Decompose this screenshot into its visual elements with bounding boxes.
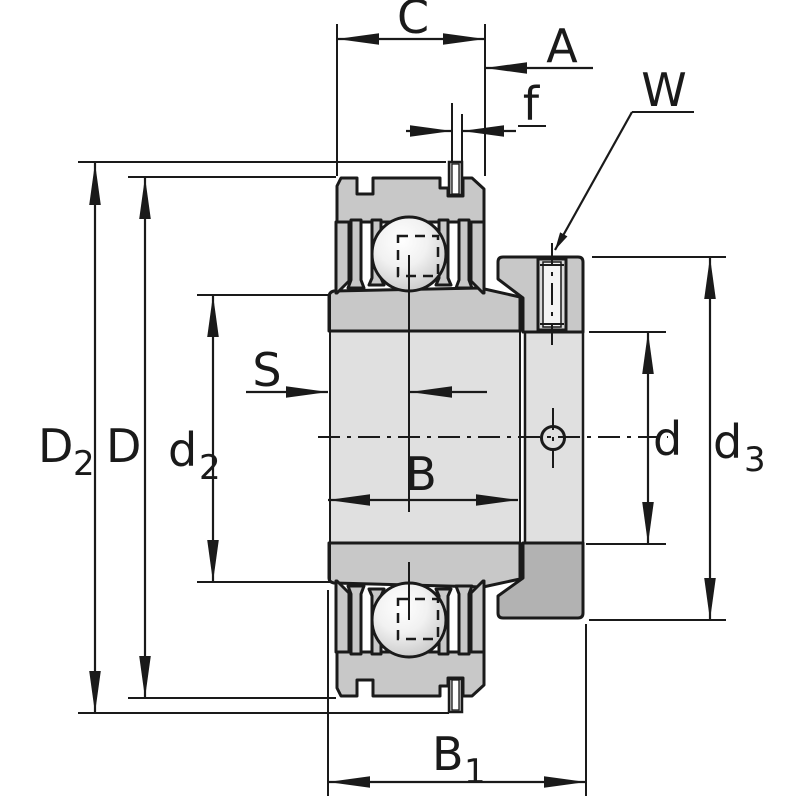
- label-D: D: [106, 419, 141, 473]
- label-D2-base: D: [38, 419, 73, 473]
- label-W: W: [641, 63, 686, 117]
- outer-ring-top-band: [335, 176, 486, 224]
- W-leader-line: [554, 111, 633, 251]
- label-B1-base: B: [432, 727, 464, 781]
- lube-hole-top: [447, 160, 464, 197]
- outer-ring-top-left-wall: [334, 220, 351, 295]
- label-d3-sub: 3: [744, 440, 766, 480]
- label-B: B: [405, 447, 437, 501]
- dimension-lines: [89, 33, 716, 788]
- outer-ring-bottom-band: [335, 650, 486, 698]
- label-D2-sub: 2: [73, 444, 95, 484]
- label-d: d: [653, 412, 682, 466]
- outer-ring-bottom: [334, 579, 486, 698]
- seal-top-left: [346, 218, 366, 290]
- inner-ring-bottom-section: [327, 541, 522, 589]
- outer-ring-bottom-left-wall: [334, 579, 351, 654]
- outer-ring-bottom-right-wall: [469, 579, 486, 654]
- outer-ring-top-right-wall: [469, 220, 486, 295]
- label-A: A: [546, 19, 578, 73]
- label-C: C: [397, 0, 429, 44]
- ball-top: [370, 215, 448, 512]
- label-d2-sub: 2: [199, 448, 221, 488]
- seal-bottom-left: [346, 584, 366, 656]
- label-d3-base: d: [713, 415, 742, 469]
- dimension-labels: C A f W S B B 1 D 2 D d 2 d d 3: [38, 0, 766, 792]
- label-f: f: [523, 77, 541, 131]
- label-d2-base: d: [168, 423, 197, 477]
- ball-bottom: [370, 562, 448, 659]
- label-S: S: [252, 343, 281, 397]
- ball-bottom-center-box: [396, 597, 440, 641]
- seal-bottom-right: [454, 584, 474, 656]
- lube-hole-bottom: [447, 677, 464, 714]
- ball-top-center-box: [396, 234, 440, 278]
- inner-ring-top-section: [327, 286, 522, 333]
- seal-top-right: [454, 218, 474, 290]
- collar-bottom-section: [496, 541, 585, 620]
- label-B1-sub: 1: [464, 752, 486, 792]
- grub-screw: [536, 243, 568, 347]
- bore-and-sleeve: [330, 297, 585, 580]
